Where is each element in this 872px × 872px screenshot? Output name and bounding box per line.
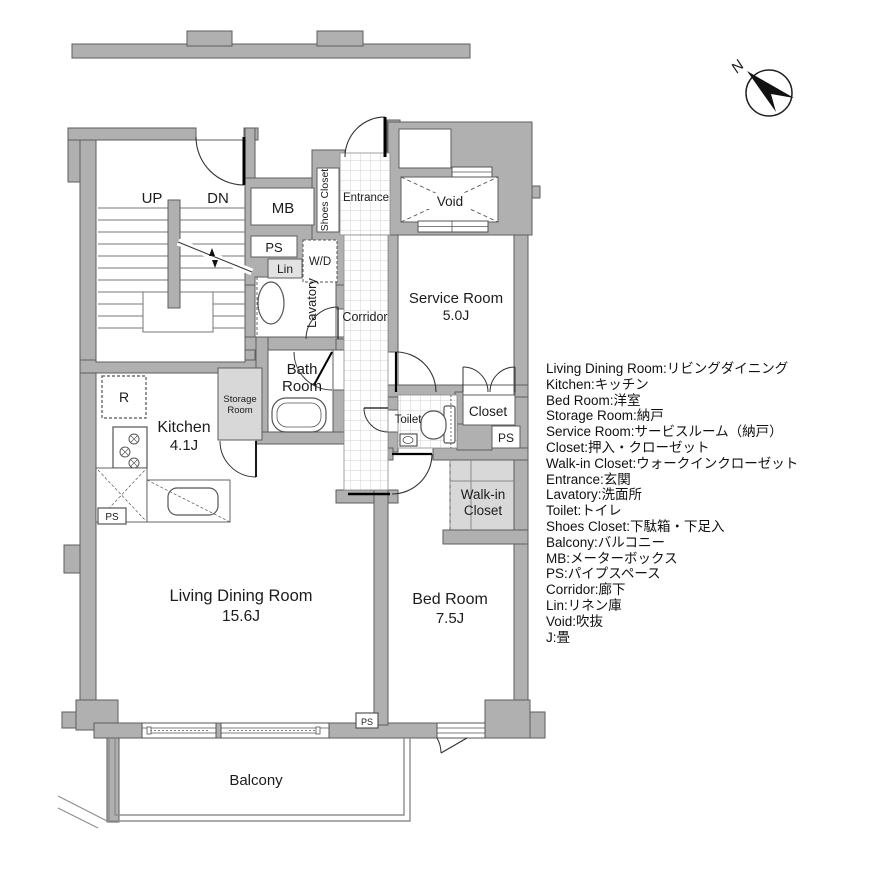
label-wd: W/D <box>309 256 331 268</box>
bedroom-window <box>436 722 486 739</box>
shoes-closet-box <box>316 167 340 233</box>
legend-item: Walk-in Closet:ウォークインクローゼット <box>546 455 799 471</box>
ps-kitchen-box <box>97 507 127 525</box>
legend-item: J:畳 <box>546 629 571 645</box>
tiled-floors <box>339 152 458 491</box>
pipe-space-top <box>250 235 298 258</box>
label-bedroom-size: 7.5J <box>436 610 464 627</box>
legend-item: Storage Room:納戸 <box>546 408 664 424</box>
label-toilet: Toilet <box>395 414 423 426</box>
legend-item: Shoes Closet:下駄箱・下足入 <box>546 518 725 534</box>
fixtures <box>95 277 456 729</box>
adjacent-building-band <box>71 30 471 59</box>
legend-item: Service Room:サービスルーム（納戸） <box>546 424 783 440</box>
label-lavatory: Lavatory <box>304 278 319 328</box>
pipe-space-right <box>491 425 521 449</box>
compass-north-label: N <box>728 57 748 77</box>
legend-item: Balcony:バルコニー <box>546 534 666 550</box>
label-dn: DN <box>207 190 229 207</box>
north-compass-icon: N <box>728 57 794 117</box>
legend-item: Toilet:トイレ <box>546 503 622 519</box>
label-bath-2: Room <box>282 378 322 395</box>
label-ps-bottom: PS <box>361 717 373 727</box>
legend-item: Kitchen:キッチン <box>546 376 649 392</box>
label-balcony: Balcony <box>229 772 283 789</box>
void-upper-closet <box>398 128 452 169</box>
label-bath-1: Bath <box>287 361 318 378</box>
label-ps-top: PS <box>265 240 283 255</box>
legend: Living Dining Room:リビングダイニング Kitchen:キッチ… <box>546 361 866 645</box>
label-up: UP <box>142 190 163 207</box>
label-kitchen: Kitchen <box>157 419 210 436</box>
balcony-railing <box>57 738 411 829</box>
balcony-break-line <box>57 795 110 829</box>
label-bedroom: Bed Room <box>412 591 488 608</box>
corridor-floor <box>343 234 389 491</box>
legend-item: Closet:押入・クローゼット <box>546 439 710 455</box>
stove-burners <box>119 433 140 469</box>
legend-item: Void:吹抜 <box>546 613 604 629</box>
walkin-closet-lines <box>449 460 514 530</box>
storage-room <box>217 367 263 441</box>
label-service-size: 5.0J <box>443 307 469 323</box>
refrigerator-space <box>101 375 147 419</box>
label-walkin-1: Walk-in <box>461 487 506 502</box>
label-lin: Lin <box>277 262 293 276</box>
stair-arrow-down <box>209 248 215 256</box>
meter-box-room <box>250 187 315 226</box>
toilet-bowl <box>420 410 447 440</box>
label-storage-2: Room <box>227 405 252 416</box>
service-room <box>397 234 515 386</box>
room-labels: UP DN MB PS Lin W/D Shoes Closet Entranc… <box>105 169 514 789</box>
void-area <box>400 176 499 223</box>
label-ldr-size: 15.6J <box>222 608 260 625</box>
legend-item: Living Dining Room:リビングダイニング <box>546 361 789 376</box>
windows <box>141 166 493 739</box>
staircase <box>98 199 254 333</box>
label-mb: MB <box>272 200 295 217</box>
legend-item: Corridor:廊下 <box>546 582 626 598</box>
label-corridor: Corridor <box>342 310 387 324</box>
legend-item: MB:メーターボックス <box>546 550 678 566</box>
label-entrance: Entrance <box>343 192 389 204</box>
label-shoes-closet: Shoes Closet <box>319 169 331 232</box>
label-ps-kitchen: PS <box>105 512 119 523</box>
ps-bottom-box <box>355 712 379 729</box>
entrance-floor <box>339 152 391 236</box>
label-ldr: Living Dining Room <box>169 587 312 605</box>
legend-item: Lin:リネン庫 <box>546 597 622 613</box>
kitchen-sink <box>167 487 219 516</box>
label-kitchen-size: 4.1J <box>170 437 198 454</box>
label-walkin-2: Closet <box>464 503 503 518</box>
label-storage-1: Storage <box>223 394 256 405</box>
lavatory-sink <box>257 281 285 325</box>
label-ps-right: PS <box>498 431 514 445</box>
stair-arrow-up <box>212 260 218 268</box>
stair-rail <box>167 199 181 309</box>
legend-item: Entrance:玄関 <box>546 471 631 487</box>
legend-item: PS:パイプスペース <box>546 566 661 582</box>
label-void: Void <box>437 194 463 209</box>
closet-room <box>462 394 516 426</box>
linen-box <box>267 258 303 279</box>
doors <box>195 116 516 754</box>
label-closet: Closet <box>469 404 508 419</box>
label-fridge: R <box>119 389 129 405</box>
legend-item: Bed Room:洋室 <box>546 392 641 408</box>
stair-break-line <box>177 241 253 273</box>
label-service-room: Service Room <box>409 290 503 307</box>
legend-item: Lavatory:洗面所 <box>546 487 643 503</box>
washer-dryer-box <box>302 239 338 283</box>
